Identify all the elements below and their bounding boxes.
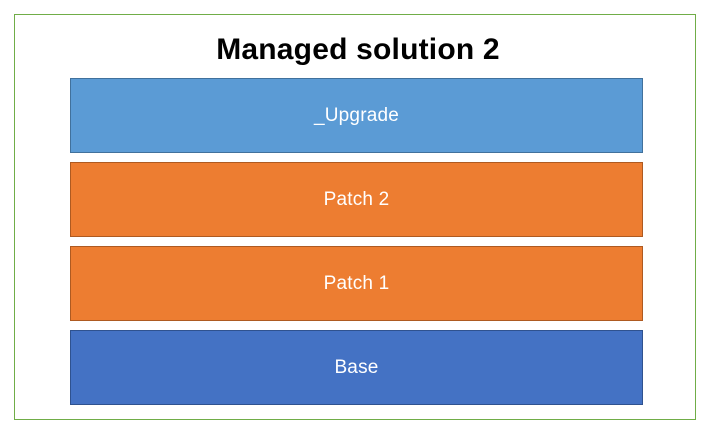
slide-frame bbox=[14, 14, 696, 420]
layer-patch-1-label: Patch 1 bbox=[323, 272, 390, 294]
layer-patch-2-label: Patch 2 bbox=[323, 188, 390, 210]
diagram-title: Managed solution 2 bbox=[216, 33, 500, 66]
layer-base: Base bbox=[70, 330, 643, 405]
layer-base-label: Base bbox=[334, 356, 379, 378]
layer-patch-2: Patch 2 bbox=[70, 162, 643, 237]
layer-upgrade-label: _Upgrade bbox=[313, 104, 400, 126]
layer-upgrade: _Upgrade bbox=[70, 78, 643, 153]
layer-stack: _Upgrade Patch 2 Patch 1 Base bbox=[70, 78, 643, 405]
layer-patch-1: Patch 1 bbox=[70, 246, 643, 321]
